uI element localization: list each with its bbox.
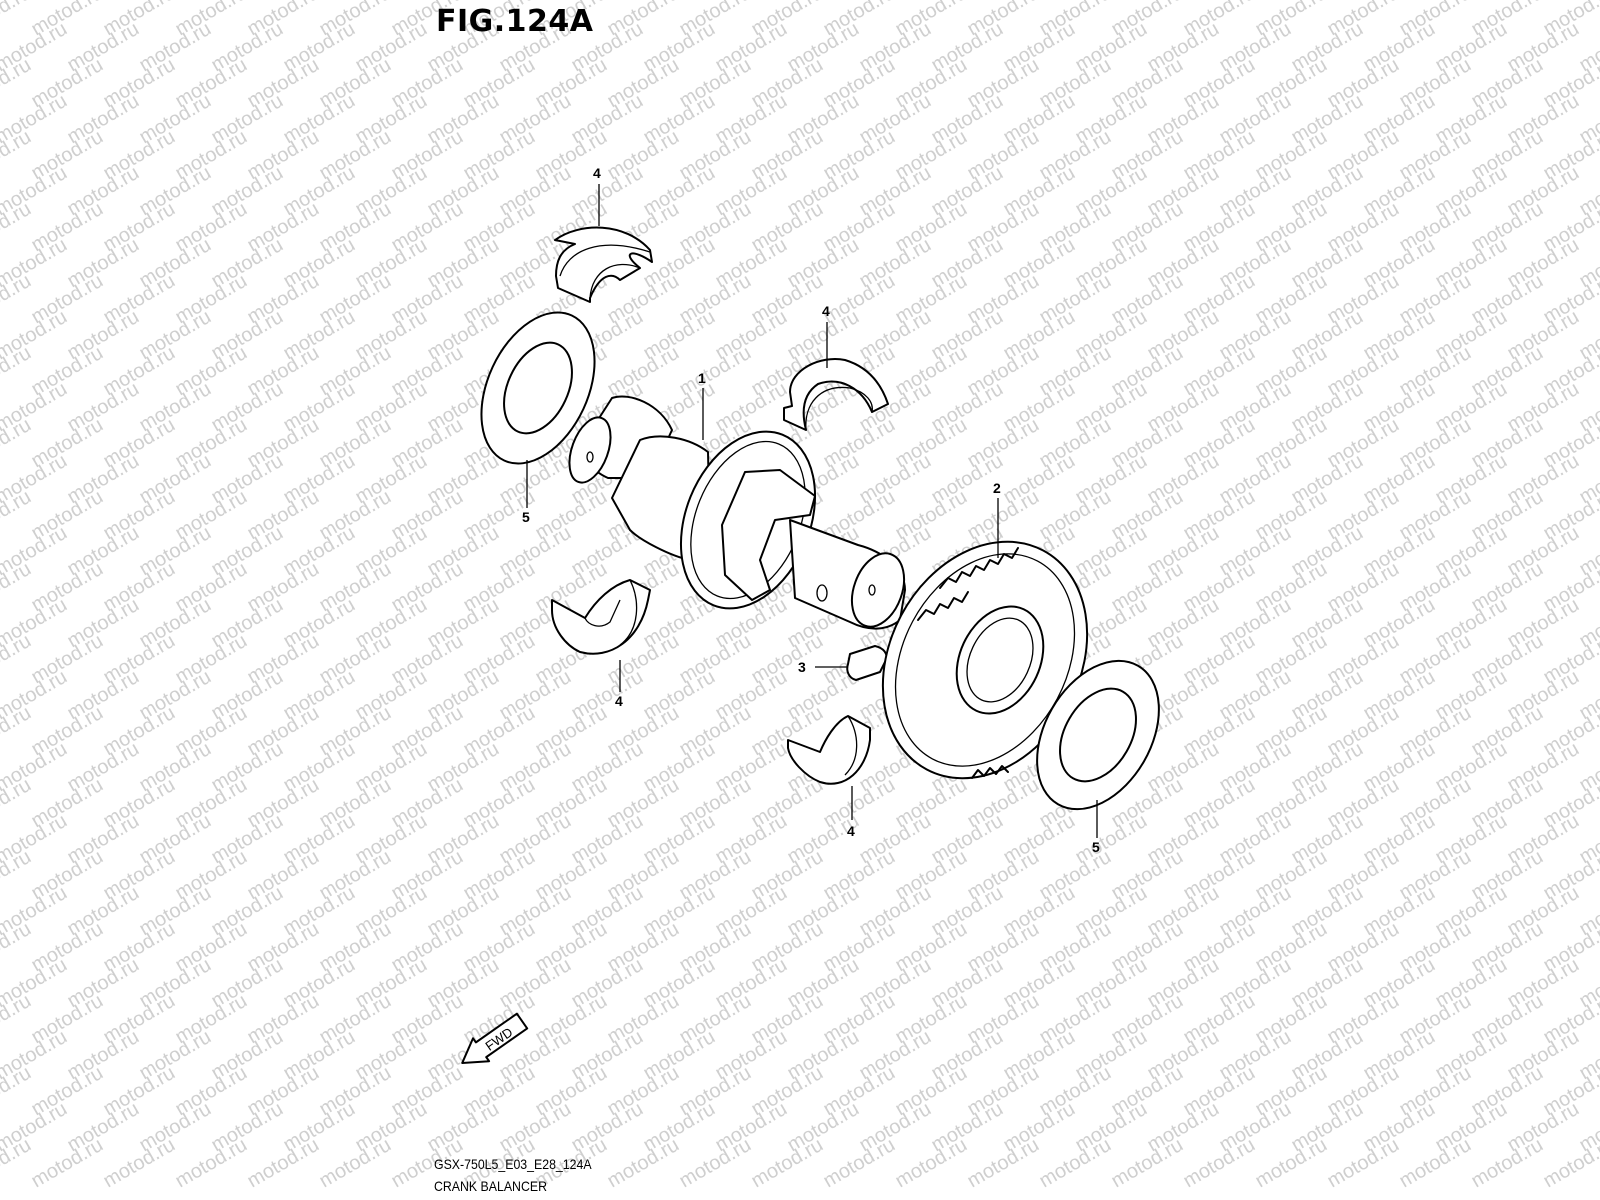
callout-washer-left: 5 (522, 509, 530, 525)
callout-bearing-left-bottom: 4 (615, 693, 623, 709)
fwd-arrow-icon: FWD (461, 1012, 529, 1064)
callout-labels: 4 4 1 2 3 5 4 4 5 (522, 165, 1100, 855)
callout-washer-right: 5 (1092, 839, 1100, 855)
figure-code: GSX-750L5_E03_E28_124A (434, 1156, 592, 1172)
figure-title: FIG.124A (436, 4, 594, 39)
balancer-driven-gear[interactable] (843, 506, 1127, 814)
leader-lines (526, 184, 1098, 838)
watermark-text: motod.ru (1576, 0, 1600, 4)
callout-bearing-top: 4 (593, 165, 601, 181)
bearing-shell-top[interactable] (554, 226, 653, 303)
callout-key: 3 (798, 659, 806, 675)
bearing-shell-right-bottom[interactable] (787, 715, 871, 785)
bearing-shell-right-top[interactable] (783, 358, 889, 431)
bearing-shell-left-bottom[interactable] (551, 579, 651, 655)
thrust-washer-right[interactable] (1012, 639, 1184, 831)
key[interactable] (846, 645, 888, 681)
balancer-shaft[interactable] (561, 395, 913, 633)
thrust-washer-left[interactable] (459, 294, 617, 481)
watermark-text: motod.ru (1540, 1134, 1600, 1193)
callout-bearing-right-bottom: 4 (847, 823, 855, 839)
figure-name: CRANK BALANCER (434, 1178, 547, 1194)
callout-bearing-right-top: 4 (822, 303, 830, 319)
callout-shaft: 1 (698, 370, 706, 386)
callout-gear: 2 (993, 480, 1001, 496)
